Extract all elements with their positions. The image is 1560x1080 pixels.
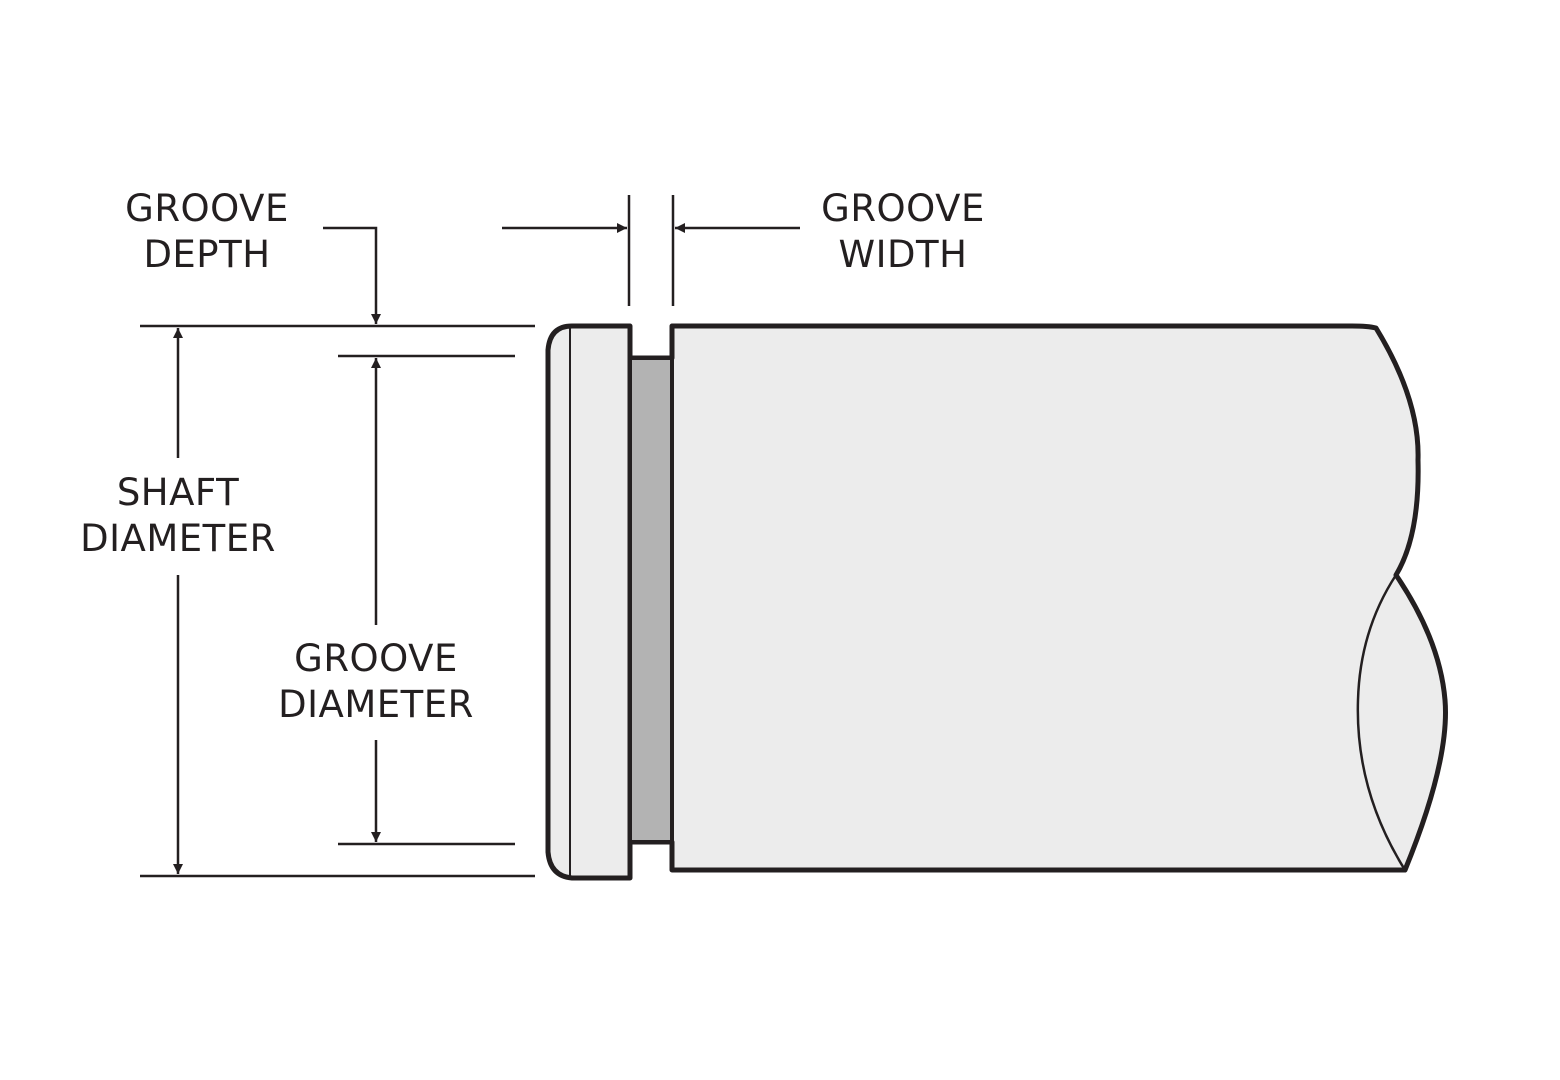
shaft-end-cap: [545, 323, 633, 881]
groove-width-label: GROOVE WIDTH: [803, 186, 1003, 278]
groove-width-label-line1: GROOVE: [821, 187, 985, 230]
groove-width-label-line2: WIDTH: [838, 233, 968, 276]
groove-depth-label: GROOVE DEPTH: [107, 186, 307, 278]
shaft-diameter-label-line2: DIAMETER: [80, 517, 276, 560]
shaft-diameter-label-line1: SHAFT: [116, 471, 240, 514]
groove-diameter-label-line2: DIAMETER: [278, 683, 474, 726]
groove: [628, 356, 674, 844]
groove-diameter-label: GROOVE DIAMETER: [266, 636, 486, 728]
shaft-body: [627, 323, 1448, 873]
groove-depth-label-line1: GROOVE: [125, 187, 289, 230]
shaft-break-curve: [1356, 574, 1407, 871]
groove-depth-label-line2: DEPTH: [143, 233, 271, 276]
shaft-diameter-label: SHAFT DIAMETER: [68, 470, 288, 562]
groove-depth-leader: [323, 226, 381, 324]
groove-diameter-label-line1: GROOVE: [294, 637, 458, 680]
